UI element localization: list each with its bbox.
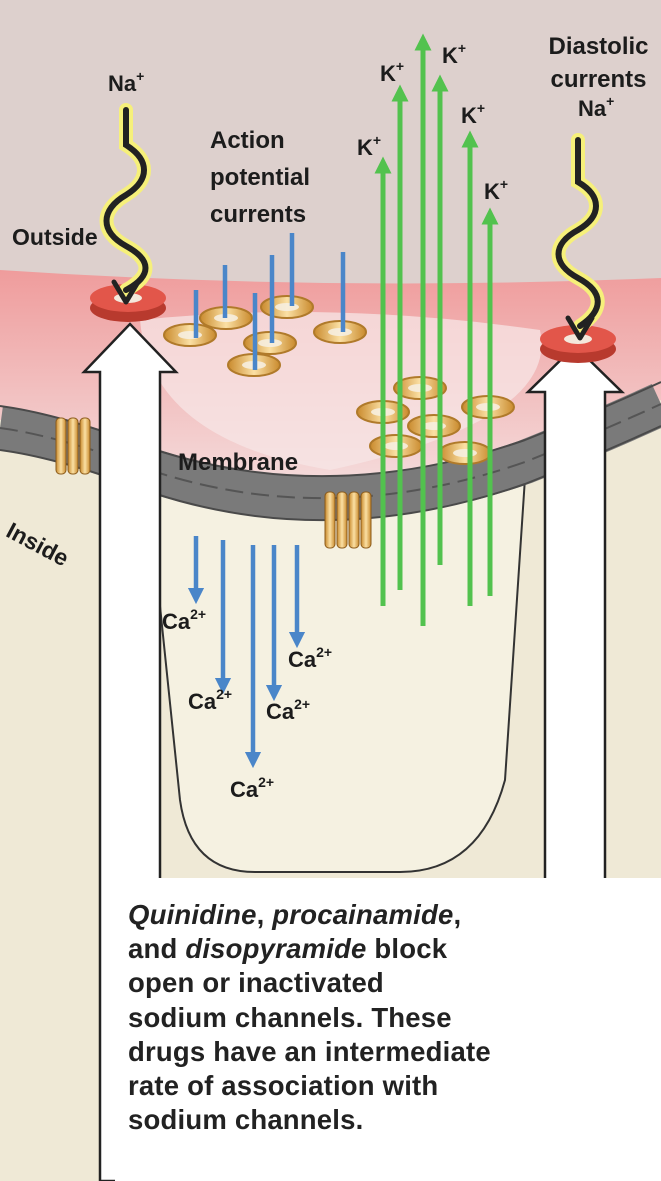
caption-text: sodium channels. These bbox=[128, 1001, 452, 1033]
left-sodium-wavy-arrow bbox=[99, 103, 153, 305]
na-label-right: Na+ bbox=[578, 92, 615, 121]
na-label-left: Na+ bbox=[108, 67, 145, 96]
caption-line: drugs have an intermediate bbox=[128, 1035, 648, 1069]
ca-label: Ca2+ bbox=[188, 685, 233, 714]
caption-line: sodium channels. These bbox=[128, 1001, 648, 1035]
drug-description-caption: Quinidine, procainamide,and disopyramide… bbox=[128, 898, 648, 1137]
ca-label: Ca2+ bbox=[162, 605, 207, 634]
diastolic-currents-label: Diastolic currents bbox=[548, 33, 649, 93]
ca-label: Ca2+ bbox=[288, 643, 333, 672]
caption-box bbox=[115, 878, 661, 1181]
drug-name: disopyramide bbox=[185, 933, 367, 965]
caption-line: sodium channels. bbox=[128, 1103, 648, 1137]
membrane-label: Membrane bbox=[178, 449, 299, 476]
k-label: K+ bbox=[357, 131, 382, 160]
caption-text: drugs have an intermediate bbox=[128, 1035, 491, 1067]
calcium-channel-stems bbox=[193, 233, 346, 370]
k-label: K+ bbox=[484, 175, 509, 204]
caption-line: rate of association with bbox=[128, 1069, 648, 1103]
drug-name: procainamide bbox=[272, 899, 454, 930]
caption-text: and bbox=[128, 933, 186, 965]
calcium-influx-arrows bbox=[187, 536, 306, 769]
caption-text: , bbox=[453, 899, 462, 930]
caption-text: rate of association with bbox=[128, 1070, 439, 1102]
k-label: K+ bbox=[380, 57, 405, 86]
caption-text: block bbox=[366, 933, 448, 965]
drug-name: Quinidine bbox=[128, 899, 257, 930]
ca-label: Ca2+ bbox=[230, 773, 275, 802]
outside-region bbox=[0, 0, 661, 300]
potassium-efflux-arrows bbox=[374, 33, 499, 626]
membrane-channel-left bbox=[55, 417, 91, 475]
caption-text: open or inactivated bbox=[128, 967, 384, 999]
action-potential-label: Action potential currents bbox=[210, 127, 310, 228]
k-label: K+ bbox=[461, 99, 486, 128]
caption-text: , bbox=[256, 899, 273, 930]
right-sodium-wavy-arrow bbox=[551, 133, 605, 341]
membrane-channel-middle bbox=[324, 491, 372, 549]
caption-text: sodium channels. bbox=[128, 1104, 364, 1136]
caption-line: Quinidine, procainamide, bbox=[128, 898, 648, 932]
caption-line: open or inactivated bbox=[128, 966, 648, 1000]
caption-line: and disopyramide block bbox=[128, 932, 648, 966]
ca-label: Ca2+ bbox=[266, 695, 311, 724]
outside-label: Outside bbox=[12, 224, 98, 250]
k-label: K+ bbox=[442, 39, 467, 68]
